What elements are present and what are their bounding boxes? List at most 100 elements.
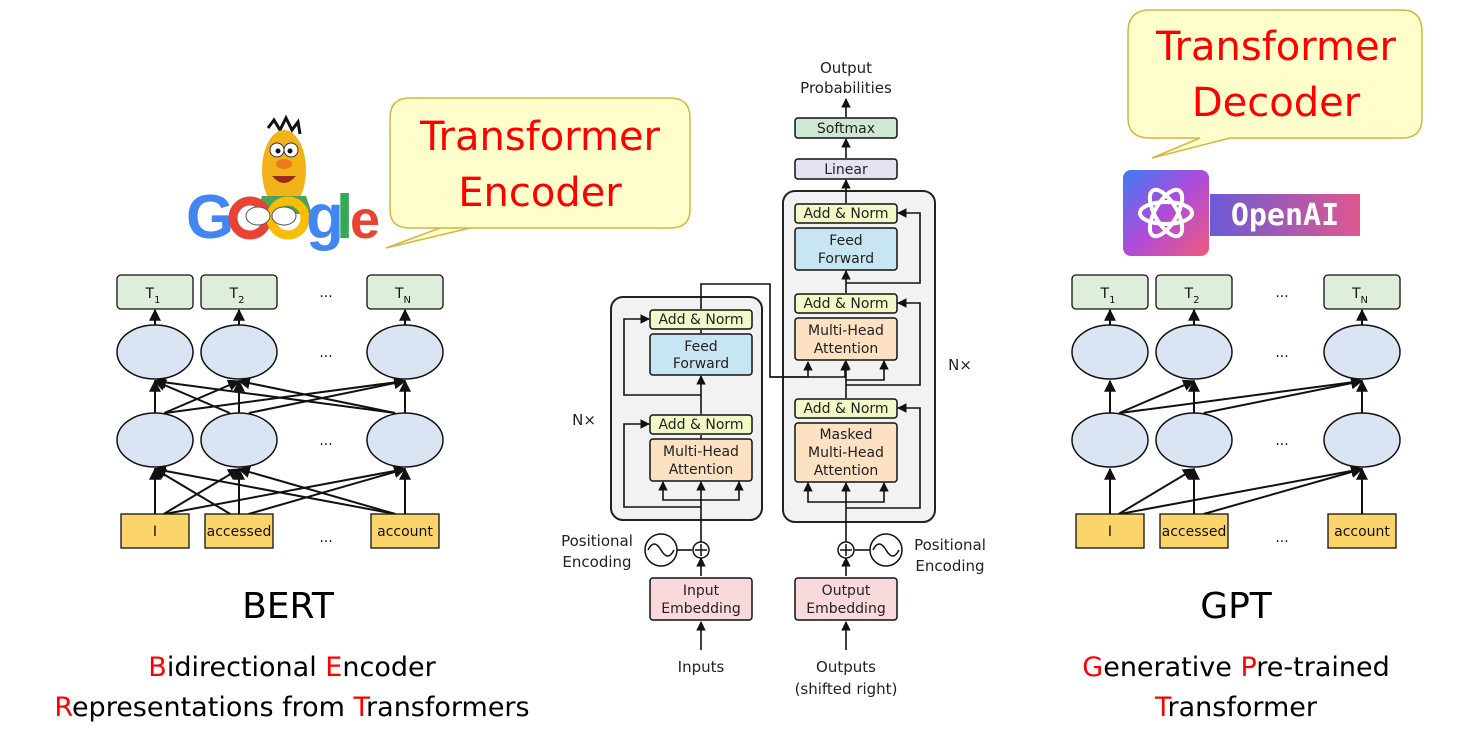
output-probs-line2: Probabilities bbox=[800, 79, 892, 97]
decoder-cross-mha bbox=[794, 317, 898, 361]
gpt-expansion-line1: Generative Pre-trained bbox=[1082, 652, 1389, 683]
decoder-masked-mha bbox=[794, 422, 898, 483]
decoder-mha-line1: Multi-Head bbox=[808, 323, 884, 339]
openai-icon-bg bbox=[1123, 170, 1209, 256]
bert-output-box bbox=[116, 274, 194, 310]
bert-connection bbox=[164, 465, 407, 515]
gpt-connection bbox=[1203, 377, 1364, 414]
decoder-feed-forward bbox=[794, 227, 898, 271]
gpt-node-layer2 bbox=[1071, 412, 1149, 468]
bert-connection bbox=[153, 379, 231, 414]
gpt-token-label: I bbox=[1108, 524, 1112, 540]
gpt-ellipsis: ... bbox=[1275, 433, 1288, 449]
callout-encoder: Transformer Encoder bbox=[385, 97, 691, 249]
gpt-node-layer1 bbox=[1323, 324, 1401, 380]
bert-title: BERT bbox=[242, 586, 335, 627]
gpt-node-layer1 bbox=[1155, 324, 1233, 380]
gpt-connection bbox=[1119, 376, 1364, 414]
gpt-output-box bbox=[1155, 274, 1233, 310]
gpt-connection bbox=[1203, 466, 1364, 515]
callout-decoder-line1: Transformer bbox=[1155, 24, 1397, 70]
gpt-token-box bbox=[1075, 513, 1145, 549]
decoder-ff-line2: Forward bbox=[818, 251, 874, 267]
gpt-connection bbox=[1118, 468, 1196, 515]
bert-ellipsis: ... bbox=[319, 285, 332, 301]
bert-output-box bbox=[200, 274, 278, 310]
decoder-ff-line1: Feed bbox=[829, 233, 862, 249]
bert-connection bbox=[248, 377, 407, 414]
openai-wordmark-bg bbox=[1210, 194, 1360, 236]
bert-connection bbox=[248, 466, 407, 515]
openai-logo: OpenAI bbox=[1123, 170, 1360, 256]
encoder-addnorm-1 bbox=[649, 414, 753, 435]
bert-expansion-line2: Representations from Transformers bbox=[54, 692, 529, 723]
gpt-node-layer2 bbox=[1323, 412, 1401, 468]
encoder-mha-line1: Multi-Head bbox=[663, 444, 739, 460]
bert-token-box bbox=[204, 513, 274, 549]
bert-output-box bbox=[366, 274, 444, 310]
encoder-addnorm-2-label: Add & Norm bbox=[658, 312, 743, 328]
bert-ellipsis: ... bbox=[319, 345, 332, 361]
callout-bubble-decoder bbox=[1127, 9, 1423, 159]
bert-node-layer2 bbox=[366, 412, 444, 468]
decoder-addnorm-3-label: Add & Norm bbox=[803, 206, 888, 222]
svg-text:e: e bbox=[350, 190, 380, 250]
output-embedding bbox=[794, 577, 898, 621]
gpt-ellipsis: ... bbox=[1275, 285, 1288, 301]
decoder-addnorm-1-label: Add & Norm bbox=[803, 401, 888, 417]
decoder-mha-line2: Attention bbox=[814, 341, 879, 357]
bert-connection bbox=[153, 376, 396, 414]
bert-node-layer1 bbox=[200, 324, 278, 380]
hands-icon bbox=[245, 206, 297, 226]
gpt-token-box bbox=[1159, 513, 1229, 549]
bert-connection bbox=[153, 465, 396, 515]
bert-node-layer2 bbox=[200, 412, 278, 468]
input-embedding bbox=[649, 577, 753, 621]
output-emb-line1: Output bbox=[822, 583, 871, 599]
inputs-label: Inputs bbox=[678, 658, 725, 676]
google-logo: G g l e bbox=[186, 114, 380, 252]
encoder-addnorm-2 bbox=[649, 309, 753, 330]
svg-text:l: l bbox=[336, 183, 353, 252]
decoder-addnorm-2-label: Add & Norm bbox=[803, 296, 888, 312]
bert-connection bbox=[164, 376, 407, 414]
callout-decoder-line2: Decoder bbox=[1192, 80, 1361, 126]
encoder-posenc-line1: Positional bbox=[561, 532, 633, 550]
softmax-layer bbox=[794, 117, 898, 139]
input-emb-line2: Embedding bbox=[661, 601, 740, 617]
outputs-label-line2: (shifted right) bbox=[795, 680, 898, 698]
decoder-posenc-line1: Positional bbox=[914, 536, 986, 554]
decoder-addnorm-3 bbox=[794, 203, 898, 224]
gpt-output-box bbox=[1323, 274, 1401, 310]
svg-text:g: g bbox=[306, 183, 344, 252]
output-probs-line1: Output bbox=[820, 59, 872, 77]
encoder-posenc-line2: Encoding bbox=[562, 553, 631, 571]
bert-node-layer1 bbox=[116, 324, 194, 380]
linear-layer bbox=[794, 158, 898, 180]
gpt-token-label: accessed bbox=[1162, 524, 1227, 540]
encoder-feed-forward bbox=[649, 333, 753, 376]
svg-text:G: G bbox=[186, 183, 234, 252]
encoder-ff-line1: Feed bbox=[684, 339, 717, 355]
bert-connection bbox=[237, 466, 396, 515]
callout-encoder-line2: Encoder bbox=[458, 170, 622, 216]
bert-connection bbox=[153, 468, 231, 515]
bert-token-label: account bbox=[377, 524, 433, 540]
bert-token-label: accessed bbox=[207, 524, 272, 540]
linear-label: Linear bbox=[824, 162, 868, 178]
encoder-ff-line2: Forward bbox=[673, 356, 729, 372]
gpt-ellipsis: ... bbox=[1275, 530, 1288, 546]
openai-wordmark: OpenAI bbox=[1231, 198, 1339, 233]
gpt-token-box bbox=[1327, 513, 1397, 549]
decoder-addnorm-1 bbox=[794, 398, 898, 419]
bert-node-layer2 bbox=[116, 412, 194, 468]
callout-bubble-encoder bbox=[385, 97, 691, 249]
decoder-addnorm-2 bbox=[794, 293, 898, 314]
gpt-output-box bbox=[1071, 274, 1149, 310]
encoder-mha-line2: Attention bbox=[669, 462, 734, 478]
gpt-node-layer1 bbox=[1071, 324, 1149, 380]
